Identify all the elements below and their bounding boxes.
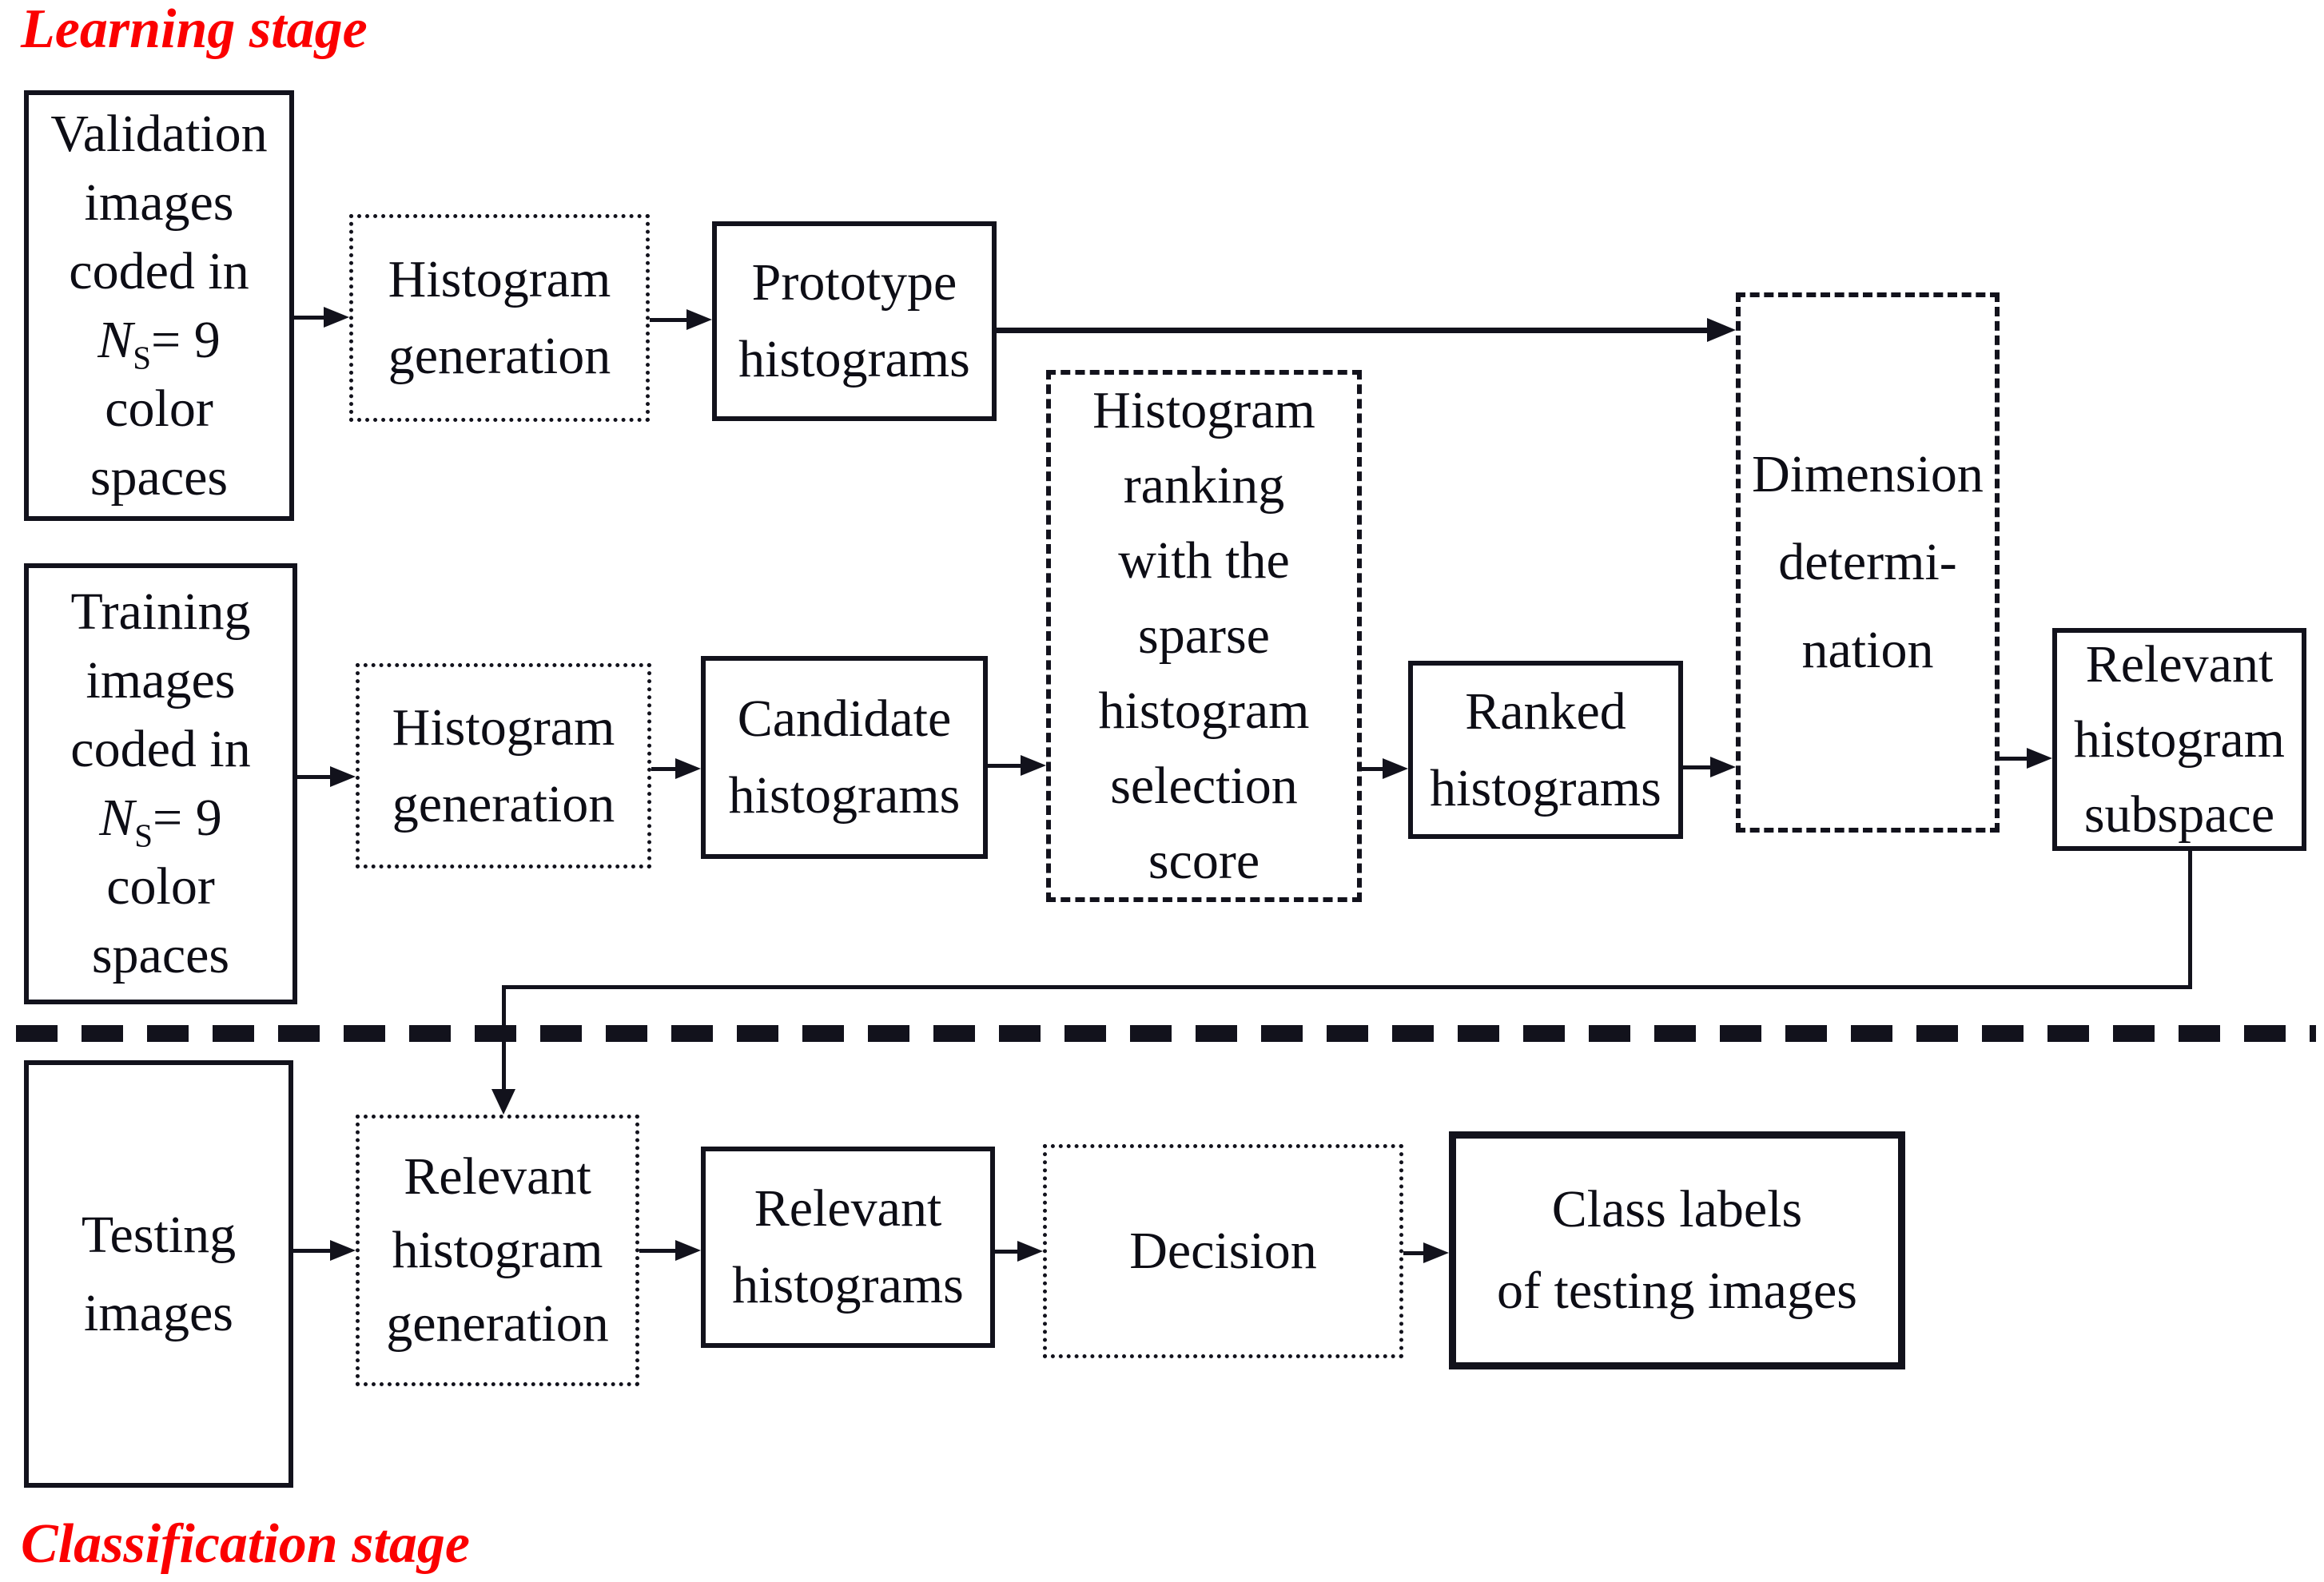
relevant-histograms-box: Relevant histograms (701, 1147, 995, 1348)
arrow-histogram-generation-to-prototype (650, 309, 712, 330)
box-text-line: spaces (90, 447, 229, 507)
box-text-line: score (1148, 832, 1260, 890)
dimension-determination-box: Dimension determi- nation (1736, 292, 2000, 833)
box-text-line: Relevant (404, 1147, 591, 1206)
ranked-histograms-box: Ranked histograms (1408, 661, 1683, 839)
box-text-line: images (86, 651, 236, 710)
arrow-relevant-generation-to-relevant-histograms (639, 1240, 701, 1261)
connector-horizontal-segment (502, 985, 2192, 989)
box-text-line: determi- (1778, 533, 1957, 591)
arrow-candidate-to-histogram-ranking (988, 755, 1046, 776)
box-text-line: coded in (70, 720, 251, 778)
validation-images-box: Validation images coded in NS= 9 color s… (24, 90, 294, 521)
relevant-histogram-generation-box: Relevant histogram generation (356, 1115, 639, 1386)
arrow-decision-to-class-labels (1403, 1242, 1449, 1263)
box-text-line: Testing (81, 1205, 237, 1264)
ns-equals-9-formula: NS= 9 (99, 789, 222, 854)
box-text-line: Histogram (1092, 381, 1315, 439)
box-text-line: of testing images (1497, 1262, 1857, 1320)
arrow-histogram-ranking-to-ranked (1362, 758, 1408, 779)
box-text-line: Histogram (388, 250, 611, 308)
arrow-testing-to-relevant-histogram-generation (293, 1240, 356, 1261)
arrow-ranked-to-dimension-determination (1683, 757, 1736, 777)
box-text-line: histograms (728, 766, 961, 825)
box-text-line: histogram (2074, 710, 2285, 769)
box-text-line: Class labels (1551, 1180, 1803, 1238)
box-text-line: spaces (91, 926, 230, 984)
box-text-line: Ranked (1465, 682, 1626, 741)
box-text-line: Validation (50, 104, 268, 163)
box-text-line: Relevant (754, 1179, 942, 1238)
prototype-histograms-box: Prototype histograms (712, 221, 997, 421)
box-text-line: subspace (2083, 785, 2275, 844)
arrow-prototype-to-dimension-determination (997, 318, 1736, 342)
box-text-line: ranking (1123, 456, 1285, 515)
box-text-line: generation (388, 327, 611, 385)
training-images-box: Training images coded in NS= 9 color spa… (24, 563, 297, 1004)
box-text-line: histograms (1430, 758, 1661, 817)
arrow-dimension-to-relevant-subspace (2000, 748, 2052, 769)
class-labels-box: Class labels of testing images (1449, 1131, 1905, 1369)
relevant-histogram-subspace-box: Relevant histogram subspace (2052, 628, 2306, 851)
box-text-line: Relevant (2085, 634, 2274, 694)
stage-separator-dashed-line (16, 1025, 2316, 1042)
box-text-line: Decision (1129, 1222, 1317, 1280)
classification-stage-label: Classification stage (21, 1513, 470, 1575)
learning-stage-label: Learning stage (21, 0, 368, 60)
arrow-histogram-generation-to-candidate (651, 758, 701, 779)
box-text-line: sparse (1138, 606, 1270, 665)
arrow-training-to-histogram-generation (297, 766, 356, 787)
box-text-line: histogram (392, 1221, 603, 1279)
box-text-line: Histogram (392, 698, 615, 757)
ns-equals-9-formula: NS= 9 (97, 310, 221, 376)
histogram-generation-bottom-box: Histogram generation (356, 663, 651, 869)
box-text-line: histogram (1098, 682, 1310, 740)
box-text-line: images (84, 1283, 233, 1342)
box-text-line: generation (392, 774, 615, 833)
histogram-ranking-box: Histogram ranking with the sparse histog… (1046, 370, 1362, 902)
box-text-line: histograms (738, 330, 970, 388)
box-text-line: nation (1801, 621, 1934, 679)
candidate-histograms-box: Candidate histograms (701, 656, 988, 859)
box-text-line: with the (1118, 531, 1290, 590)
box-text-line: generation (386, 1294, 609, 1353)
arrow-validation-to-histogram-generation (294, 307, 349, 328)
box-text-line: Prototype (751, 253, 957, 312)
testing-images-box: Testing images (24, 1060, 293, 1488)
connector-subspace-down-segment (2188, 851, 2192, 989)
box-text-line: Dimension (1752, 445, 1984, 503)
box-text-line: color (106, 857, 215, 916)
box-text-line: color (105, 379, 213, 438)
box-text-line: coded in (69, 241, 249, 300)
arrow-relevant-histograms-to-decision (995, 1241, 1043, 1262)
box-text-line: Training (70, 582, 251, 641)
box-text-line: selection (1110, 757, 1298, 815)
decision-box: Decision (1043, 1144, 1403, 1358)
arrow-down-to-relevant-histogram-generation (491, 985, 516, 1115)
histogram-generation-top-box: Histogram generation (349, 214, 650, 422)
box-text-line: Candidate (737, 690, 952, 748)
box-text-line: histograms (732, 1256, 964, 1314)
box-text-line: images (84, 173, 234, 232)
